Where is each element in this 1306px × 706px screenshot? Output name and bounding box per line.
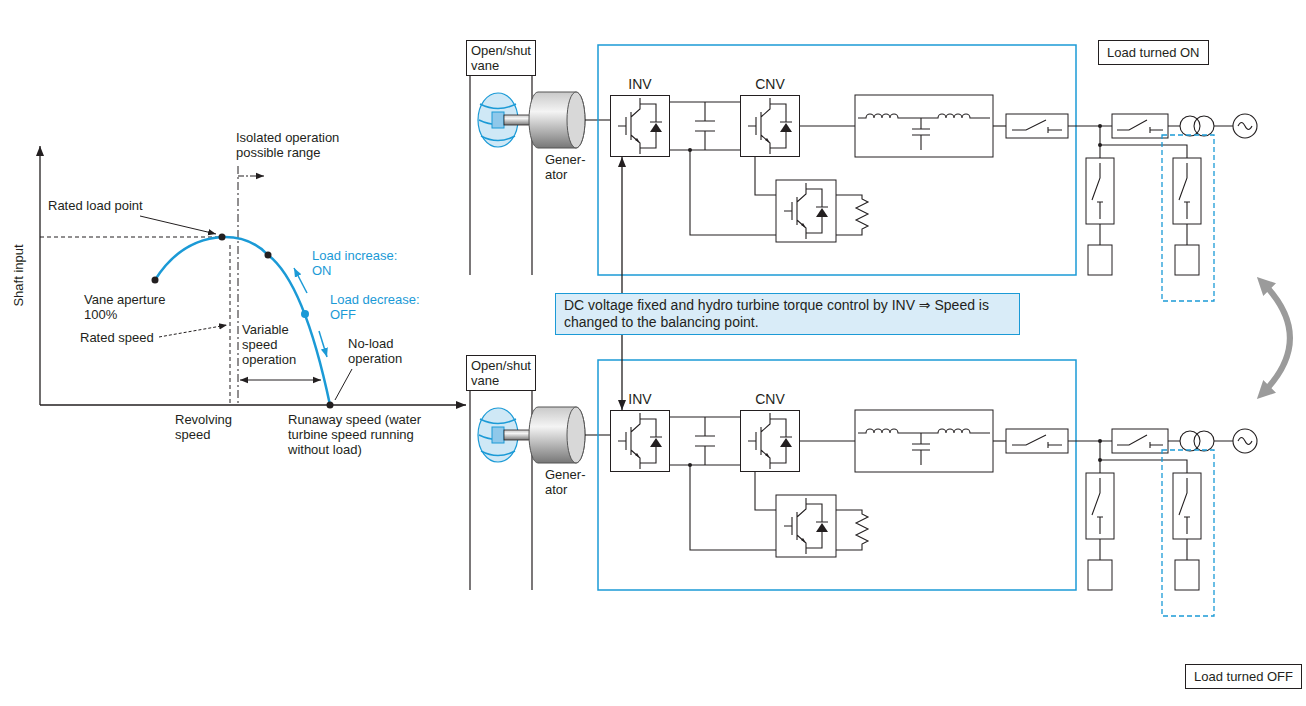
igbt-symbol — [741, 96, 801, 158]
chart-label: Variable speed operation — [242, 322, 302, 367]
curve-point — [219, 234, 226, 241]
circuit-on — [470, 45, 1257, 301]
igbt-symbol — [748, 98, 792, 154]
load-increase-arrow — [294, 268, 307, 293]
box-text: Load turned OFF — [1194, 669, 1293, 684]
converter-block: INV — [610, 410, 670, 472]
isolated-limit-line — [238, 166, 239, 405]
status-box: Load turned OFF — [1185, 664, 1302, 689]
callout-box: DC voltage fixed and hydro turbine torqu… — [555, 293, 1020, 335]
converter-block: INV — [610, 95, 670, 157]
operating-point — [301, 310, 309, 318]
shaft-input-curve — [155, 237, 330, 405]
callout-arrow — [621, 335, 622, 410]
chart-label: Load increase: ON — [312, 248, 407, 278]
block-label: CNV — [741, 76, 799, 92]
igbt-symbol — [618, 413, 662, 469]
x-axis — [40, 404, 466, 405]
converter-block: CNV — [740, 95, 800, 157]
vane-box: Open/shut vane — [466, 355, 536, 391]
converter-block: CNV — [740, 410, 800, 472]
vane-box: Open/shut vane — [466, 40, 536, 76]
block-label: CNV — [741, 391, 799, 407]
igbt-symbol — [618, 98, 662, 154]
chart-label: No-load operation — [348, 336, 418, 366]
box-text: Open/shut vane — [471, 43, 531, 73]
leader-line — [335, 369, 352, 400]
curve-point — [327, 402, 334, 409]
part-name: Gener- ator — [545, 467, 593, 497]
leader-line — [159, 325, 227, 337]
axis-label: Revolving speed — [175, 412, 250, 442]
igbt-symbol — [748, 413, 792, 469]
callout-arrow — [621, 157, 622, 293]
performance-chart — [40, 146, 466, 409]
chart-label: Rated load point — [48, 198, 143, 213]
chart-label: Vane aperture 100% — [84, 292, 179, 322]
chart-label: Rated speed — [80, 330, 154, 345]
igbt-symbol — [741, 411, 801, 473]
chart-label: Load decrease: OFF — [330, 292, 435, 322]
isolated-range-arrow — [238, 176, 264, 177]
box-text: Load turned ON — [1107, 45, 1200, 60]
part-name: Gener- ator — [545, 152, 593, 182]
igbt-symbol — [611, 411, 671, 473]
block-label: INV — [611, 76, 669, 92]
range-arrow — [240, 380, 321, 381]
chart-label: Isolated operation possible range — [236, 130, 366, 160]
load-decrease-arrow — [319, 331, 327, 357]
switch-arrow — [1262, 282, 1290, 394]
box-text: DC voltage fixed and hydro turbine torqu… — [564, 297, 1011, 331]
curve-point — [265, 252, 272, 259]
block-label: INV — [611, 391, 669, 407]
rated-speed-line — [230, 245, 231, 405]
chart-label: Runaway speed (water turbine speed runni… — [288, 412, 438, 457]
status-box: Load turned ON — [1098, 40, 1209, 65]
circuit-off — [470, 360, 1257, 616]
axis-label: Shaft input — [11, 244, 26, 306]
igbt-symbol — [611, 96, 671, 158]
leader-line — [140, 216, 216, 234]
curve-point — [152, 277, 159, 284]
y-axis — [39, 146, 40, 405]
rated-load-level — [40, 237, 222, 238]
box-text: Open/shut vane — [471, 358, 531, 388]
